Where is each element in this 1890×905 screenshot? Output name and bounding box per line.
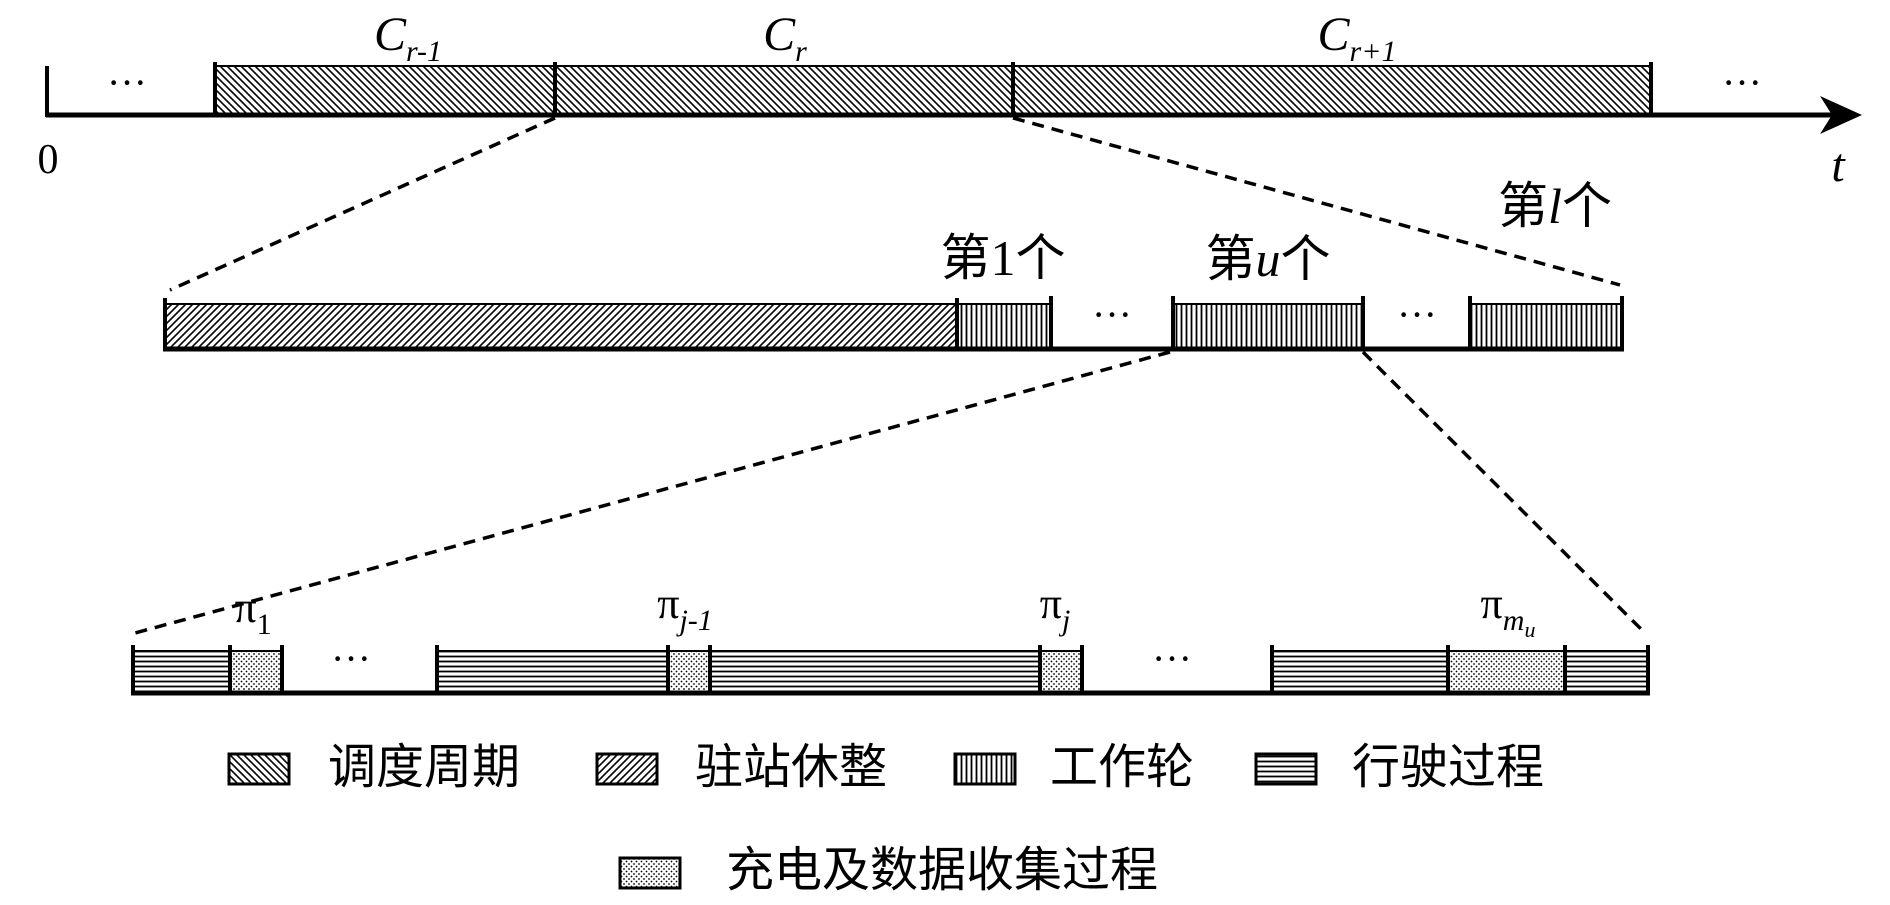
charging-segment-j-minus-1 — [667, 650, 711, 694]
zoom-guide-line — [134, 350, 1171, 635]
driving-segment — [436, 650, 669, 694]
cycle-bar-r — [554, 65, 1014, 115]
work-round-label-l: 第l个 — [1498, 178, 1612, 234]
legend-label: 驻站休整 — [695, 739, 887, 795]
pi-label-1: π1 — [234, 583, 271, 641]
middle-ellipsis-1: ··· — [1092, 292, 1132, 337]
cycle-label-r-minus-1: Cr-1 — [374, 8, 442, 68]
work-round-swatch-icon — [953, 752, 1017, 786]
legend-label: 充电及数据收集过程 — [726, 842, 1158, 898]
work-round-segment-1 — [956, 303, 1052, 349]
time-axis-label: t — [1831, 139, 1846, 192]
bottom-ellipsis-2: ··· — [1152, 636, 1192, 681]
cycle-bar-r-plus-1 — [1012, 65, 1652, 115]
legend-item-station-rest: 驻站休整 — [595, 739, 887, 795]
zoom-guide-line — [169, 116, 556, 292]
cycle-detail-bar: ··· ··· 第1个 第u个 第l个 — [163, 178, 1624, 352]
middle-ellipsis-2: ··· — [1397, 292, 1437, 337]
driving-segment — [1271, 650, 1449, 694]
charging-segment-1 — [229, 650, 283, 694]
work-round-label-u: 第u个 — [1206, 231, 1331, 287]
legend-item-charging-data-collection: 充电及数据收集过程 — [618, 842, 1158, 898]
charging-data-collection-swatch-icon — [618, 856, 682, 890]
origin-label: 0 — [38, 137, 59, 183]
legend-item-driving-process: 行驶过程 — [1254, 739, 1544, 795]
timeline-ellipsis-right: ··· — [1722, 60, 1762, 105]
work-round-segment-u — [1172, 303, 1364, 349]
zoom-guide-line — [1361, 350, 1647, 635]
zoom-guide-line — [1012, 116, 1621, 287]
legend-label: 工作轮 — [1050, 739, 1194, 795]
legend: 调度周期 驻站休整 工作轮 行驶过程 充电及数据收集过程 — [227, 739, 1544, 898]
pi-label-j-minus-1: πj-1 — [657, 579, 713, 637]
legend-label: 调度周期 — [328, 739, 520, 795]
station-rest-segment — [164, 303, 958, 349]
cycle-label-r: Cr — [763, 8, 807, 68]
charging-segment-j — [1039, 650, 1083, 694]
driving-process-swatch-icon — [1254, 752, 1318, 786]
station-rest-swatch-icon — [595, 752, 659, 786]
driving-segment — [132, 650, 231, 694]
legend-item-scheduling-cycle: 调度周期 — [227, 739, 520, 795]
pi-label-j: πj — [1040, 579, 1071, 637]
time-axis-arrow-icon — [1820, 96, 1862, 134]
driving-segment — [709, 650, 1041, 694]
legend-item-work-round: 工作轮 — [953, 739, 1194, 795]
work-round-label-1: 第1个 — [941, 230, 1066, 286]
driving-segment — [1564, 650, 1649, 694]
legend-label: 行驶过程 — [1352, 739, 1544, 795]
bottom-ellipsis-1: ··· — [331, 636, 371, 681]
cycle-label-r-plus-1: Cr+1 — [1318, 8, 1397, 68]
work-round-detail-bar: ··· ··· π1 πj-1 πj πmu — [131, 579, 1650, 696]
timeline-ellipsis-left: ··· — [107, 60, 147, 105]
pi-label-m-u: πmu — [1481, 579, 1536, 642]
scheduling-cycle-swatch-icon — [227, 752, 291, 786]
charging-segment-m-u — [1447, 650, 1566, 694]
cycle-bar-r-minus-1 — [214, 65, 556, 115]
work-round-segment-l — [1469, 303, 1623, 349]
top-timeline: 0 t ··· ··· Cr-1 Cr Cr+1 — [38, 8, 1862, 192]
